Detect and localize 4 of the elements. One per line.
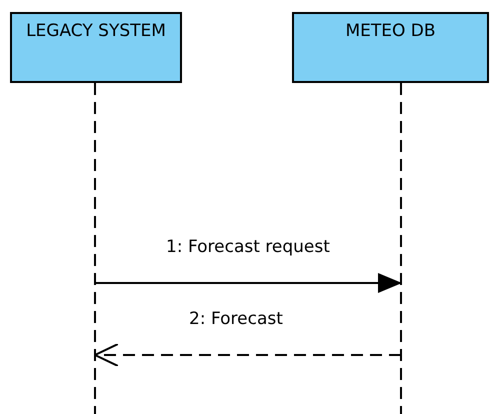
message-arrow xyxy=(94,343,401,367)
participant-box: LEGACY SYSTEM xyxy=(10,12,182,83)
message-arrow xyxy=(95,273,402,293)
participant-box: METEO DB xyxy=(292,12,489,83)
